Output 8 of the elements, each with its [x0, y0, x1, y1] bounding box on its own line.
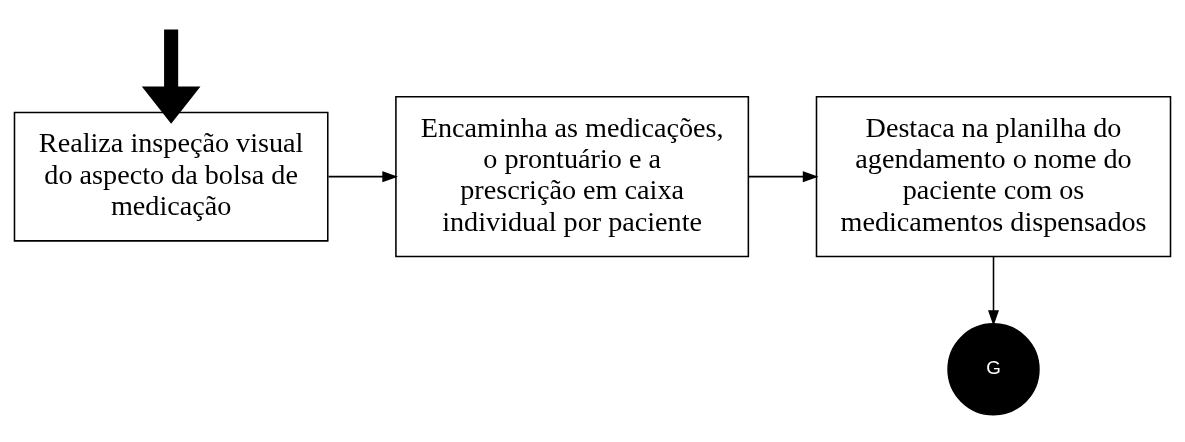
node-box: Encaminha as medicações, o prontuário e a prescrição em caixa individual por paciente: [395, 95, 750, 257]
arrow: [327, 170, 398, 182]
arrow: [988, 255, 999, 326]
arrow: [747, 170, 819, 182]
node-box: Realiza inspeção visual do aspecto da bolsa de medicação: [13, 111, 329, 242]
arrow: [141, 29, 201, 124]
node-box: Destaca na planilha do agendamento o nome do paciente com os medicamentos dispensados: [815, 95, 1172, 257]
node-circle: G: [947, 322, 1040, 415]
